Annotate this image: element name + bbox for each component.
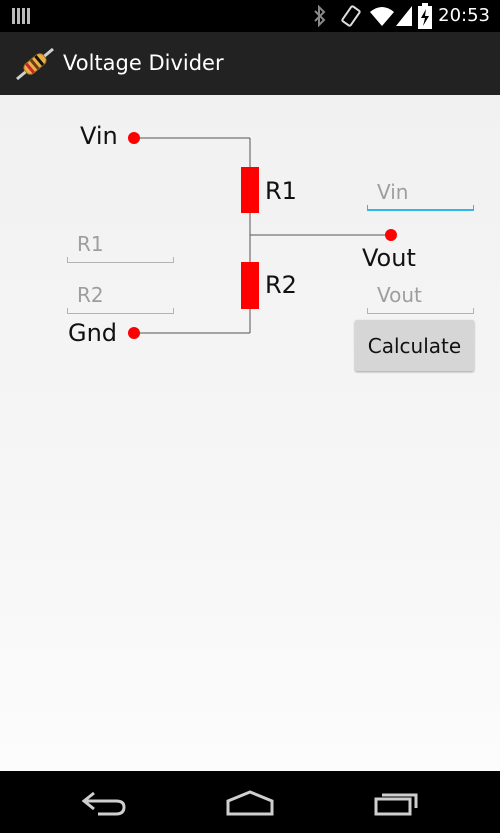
notification-icon <box>12 8 30 24</box>
resistor-r2 <box>241 262 259 309</box>
vout-node <box>385 229 397 241</box>
calculate-button[interactable]: Calculate <box>355 320 474 371</box>
vin-input[interactable] <box>367 177 474 207</box>
wifi-icon <box>370 7 394 26</box>
gnd-label: Gnd <box>68 319 118 347</box>
r2-label: R2 <box>265 271 297 299</box>
home-icon[interactable] <box>225 789 275 817</box>
content-area: Vin R1 Vout R2 Gnd Calculate <box>0 95 500 771</box>
resistor-r1 <box>241 167 259 213</box>
vin-field <box>367 177 474 211</box>
vin-node <box>128 132 140 144</box>
status-time: 20:53 <box>438 5 490 26</box>
battery-icon <box>418 3 432 29</box>
status-bar: 20:53 <box>0 0 500 32</box>
app-title: Voltage Divider <box>63 51 224 75</box>
r2-input[interactable] <box>67 280 174 310</box>
bluetooth-icon <box>314 5 326 27</box>
action-bar: Voltage Divider <box>0 32 500 95</box>
vout-input[interactable] <box>367 280 474 310</box>
vin-label: Vin <box>80 122 118 150</box>
r1-field <box>67 229 174 263</box>
rotate-icon <box>341 5 361 27</box>
r2-field <box>67 280 174 314</box>
back-icon[interactable] <box>80 789 128 817</box>
signal-icon <box>396 6 412 26</box>
recents-icon[interactable] <box>373 789 421 817</box>
resistor-icon <box>16 47 54 81</box>
circuit-diagram <box>128 132 397 339</box>
navigation-bar <box>0 771 500 833</box>
r1-label: R1 <box>265 177 297 205</box>
gnd-node <box>128 327 140 339</box>
vout-field <box>367 280 474 314</box>
r1-input[interactable] <box>67 229 174 259</box>
vout-label: Vout <box>362 244 416 272</box>
